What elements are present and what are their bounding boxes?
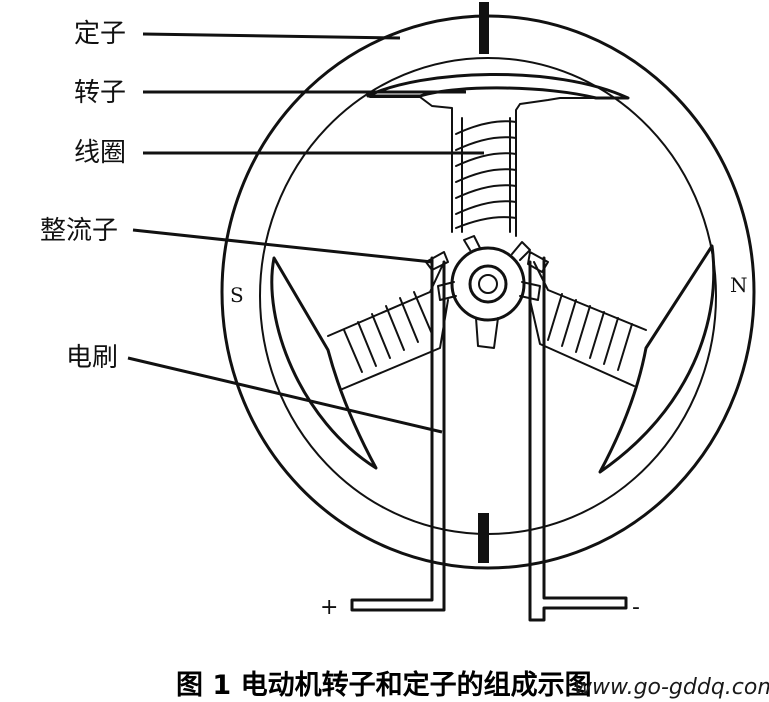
- left-coil: [343, 291, 433, 373]
- site-watermark: www.go-gddq.com: [574, 675, 769, 700]
- figure-caption: 图 1 电动机转子和定子的组成示图: [176, 669, 592, 701]
- rotor-label: 转子: [74, 78, 126, 108]
- rotor-left-pole: [270, 256, 449, 470]
- coil-label: 线圈: [74, 138, 126, 168]
- north-pole-label: N: [730, 273, 748, 297]
- brushes: [350, 251, 628, 622]
- negative-terminal-label: -: [632, 595, 640, 620]
- top-coil: [455, 117, 517, 233]
- rotor-top-pole: [366, 72, 630, 237]
- rotor-right-pole: [529, 244, 716, 474]
- south-pole-label: S: [230, 283, 244, 307]
- stator-label: 定子: [74, 19, 126, 49]
- stator-ring: [220, 2, 756, 570]
- brush-label: 电刷: [66, 343, 118, 373]
- right-coil: [547, 293, 633, 371]
- leader-lines: [127, 32, 484, 434]
- positive-terminal-label: +: [320, 595, 338, 620]
- commutator: [437, 235, 541, 349]
- commutator-label: 整流子: [40, 216, 118, 246]
